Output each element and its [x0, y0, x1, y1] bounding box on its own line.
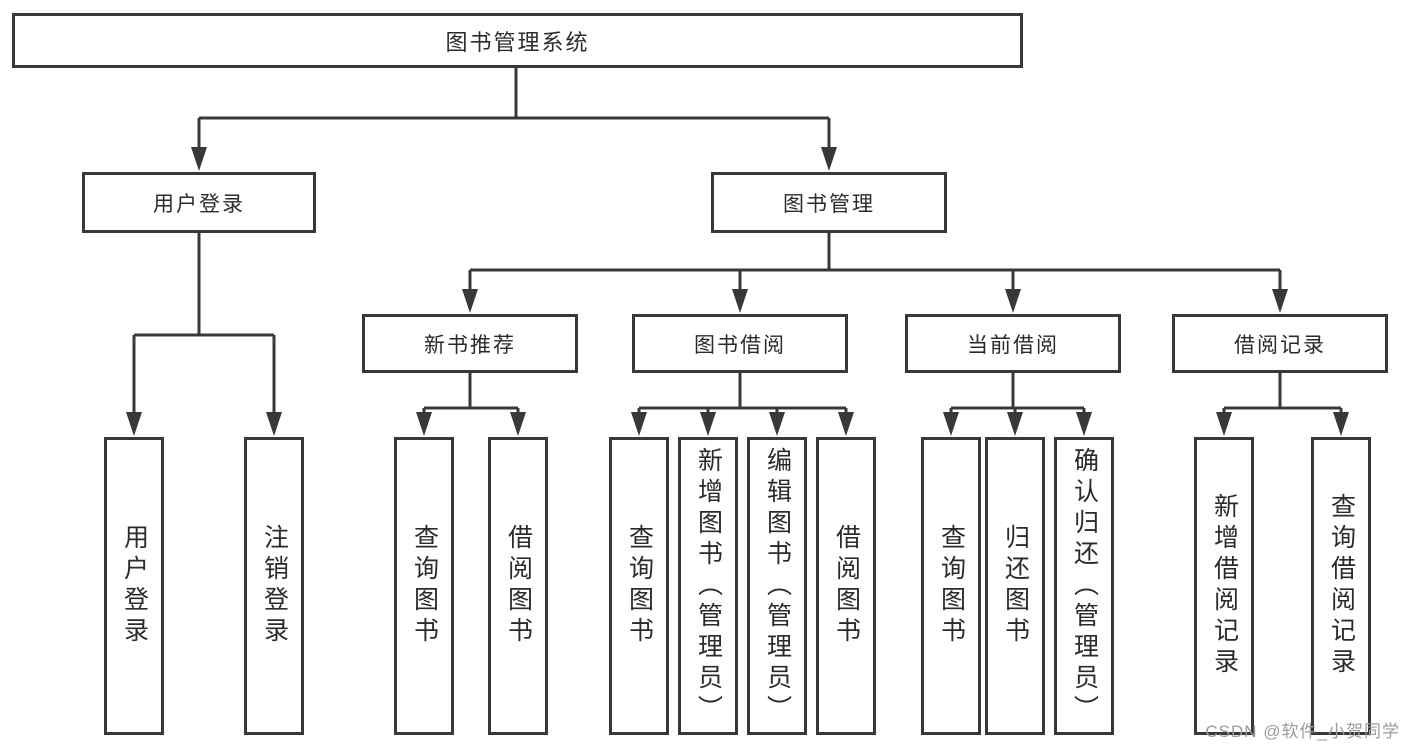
leaf-borrow-books-1-label: 借阅图书	[504, 524, 533, 648]
arrowhead	[943, 412, 959, 436]
leaf-query-books-3: 查询图书	[921, 437, 981, 735]
node-root-label: 图书管理系统	[445, 29, 590, 55]
leaf-confirm-return-admin-label: 确认归还（管理员）	[1070, 446, 1099, 726]
arrowhead	[838, 412, 854, 436]
leaf-query-borrow-record-label: 查询借阅记录	[1327, 493, 1356, 679]
leaf-add-borrow-record-label: 新增借阅记录	[1210, 493, 1239, 679]
node-current-borrow-label: 当前借阅	[967, 333, 1059, 357]
leaf-add-books-admin: 新增图书（管理员）	[678, 437, 738, 735]
leaf-query-books-2-label: 查询图书	[625, 524, 654, 648]
node-user-login: 用户登录	[82, 172, 316, 233]
arrowhead	[732, 289, 748, 313]
node-root: 图书管理系统	[12, 13, 1023, 68]
arrowhead	[700, 412, 716, 436]
arrowheads	[126, 147, 1349, 436]
node-new-book-recommend-label: 新书推荐	[424, 333, 516, 357]
arrowhead	[1005, 289, 1021, 313]
leaf-add-books-admin-label: 新增图书（管理员）	[694, 446, 723, 726]
node-book-management: 图书管理	[711, 172, 947, 233]
node-user-login-label: 用户登录	[153, 192, 245, 216]
node-book-borrow-label: 图书借阅	[694, 333, 786, 357]
node-book-borrow: 图书借阅	[632, 314, 848, 373]
leaf-query-borrow-record: 查询借阅记录	[1311, 437, 1371, 735]
arrowhead	[769, 412, 785, 436]
arrowhead	[191, 147, 207, 171]
arrowhead	[266, 412, 282, 436]
leaf-confirm-return-admin: 确认归还（管理员）	[1054, 437, 1114, 735]
leaf-return-books-label: 归还图书	[1001, 524, 1030, 648]
arrowhead	[821, 147, 837, 171]
node-borrow-records-label: 借阅记录	[1234, 333, 1326, 357]
leaf-borrow-books-2: 借阅图书	[816, 437, 876, 735]
leaf-add-borrow-record: 新增借阅记录	[1194, 437, 1254, 735]
leaf-user-login: 用户登录	[104, 437, 164, 735]
csdn-watermark: CSDN @软件_小贺同学	[1205, 722, 1400, 741]
arrowhead	[126, 412, 142, 436]
leaf-query-books-1: 查询图书	[394, 437, 454, 735]
leaf-query-books-2: 查询图书	[609, 437, 669, 735]
node-current-borrow: 当前借阅	[905, 314, 1121, 373]
leaf-user-login-label: 用户登录	[120, 524, 149, 648]
arrowhead	[1333, 412, 1349, 436]
arrowhead	[416, 412, 432, 436]
leaf-return-books: 归还图书	[985, 437, 1045, 735]
leaf-logout-label: 注销登录	[260, 524, 289, 648]
node-new-book-recommend: 新书推荐	[362, 314, 578, 373]
node-book-management-label: 图书管理	[783, 192, 875, 216]
node-borrow-records: 借阅记录	[1172, 314, 1388, 373]
arrowhead	[1272, 289, 1288, 313]
leaf-edit-books-admin: 编辑图书（管理员）	[747, 437, 807, 735]
leaf-borrow-books-2-label: 借阅图书	[832, 524, 861, 648]
arrowhead	[462, 289, 478, 313]
arrowhead	[1216, 412, 1232, 436]
arrowhead	[631, 412, 647, 436]
arrowhead	[1007, 412, 1023, 436]
leaf-logout: 注销登录	[244, 437, 304, 735]
arrowhead	[1076, 412, 1092, 436]
arrowhead	[510, 412, 526, 436]
leaf-query-books-3-label: 查询图书	[937, 524, 966, 648]
leaf-query-books-1-label: 查询图书	[410, 524, 439, 648]
connector-path	[132, 68, 1343, 414]
leaf-edit-books-admin-label: 编辑图书（管理员）	[763, 446, 792, 726]
leaf-borrow-books-1: 借阅图书	[488, 437, 548, 735]
